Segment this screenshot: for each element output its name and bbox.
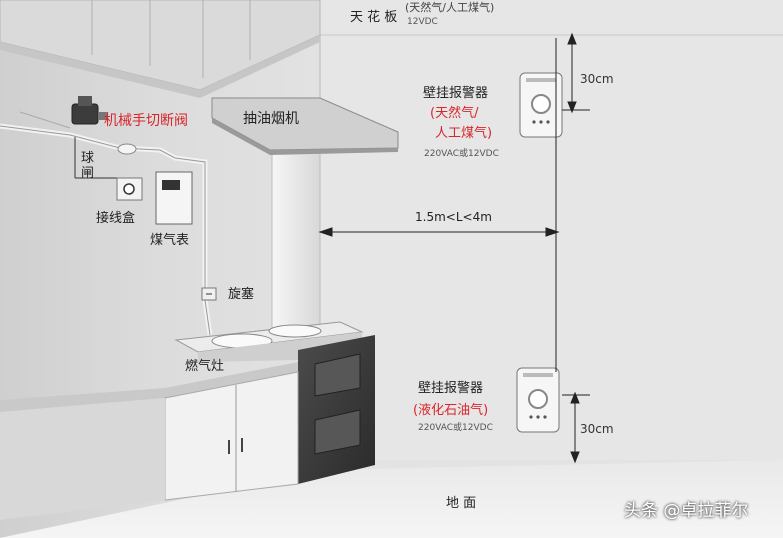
stove-label: 燃气灶 bbox=[185, 359, 225, 374]
junction-box-label: 接线盒 bbox=[96, 211, 136, 226]
alarm-top-voltage: 220VAC或12VDC bbox=[424, 149, 499, 159]
ceiling-gas-note: (天然气/人工煤气) bbox=[405, 1, 495, 14]
alarm-top-gas-2: 人工煤气) bbox=[435, 126, 493, 141]
alarm-top-title: 壁挂报警器 bbox=[423, 86, 489, 101]
watermark: 头条 @卓拉菲尔 bbox=[624, 501, 749, 521]
oven-cabinet bbox=[298, 335, 375, 484]
ceiling-label: 天 花 板 bbox=[350, 10, 398, 25]
hood-chimney bbox=[271, 139, 321, 336]
alarm-bottom-gas: (液化石油气) bbox=[413, 403, 489, 418]
ceiling-voltage: 12VDC bbox=[407, 17, 438, 27]
valve-label: 机械手切断阀 bbox=[104, 113, 188, 129]
alarm-device-top bbox=[519, 72, 563, 138]
ball-valve-label-2: 闸 bbox=[81, 166, 95, 181]
alarm-bottom-voltage: 220VAC或12VDC bbox=[418, 423, 493, 433]
gas-meter bbox=[155, 171, 193, 225]
gas-meter-label: 煤气表 bbox=[150, 233, 190, 248]
horizontal-distance-label: 1.5m<L<4m bbox=[415, 210, 492, 224]
plug-label: 旋塞 bbox=[228, 287, 255, 302]
alarm-bottom-title: 壁挂报警器 bbox=[418, 381, 484, 396]
ball-valve bbox=[117, 143, 137, 155]
top-distance-label: 30cm bbox=[580, 72, 614, 86]
hood-label: 抽油烟机 bbox=[243, 111, 299, 127]
alarm-top-gas-1: (天然气/ bbox=[430, 106, 479, 121]
alarm-device-bottom bbox=[516, 367, 560, 433]
bottom-distance-label: 30cm bbox=[580, 422, 614, 436]
ball-valve-label-1: 球 bbox=[81, 151, 95, 166]
valve-body bbox=[71, 103, 99, 125]
dimension-lines bbox=[318, 32, 590, 464]
floor-label: 地 面 bbox=[446, 496, 477, 511]
floor bbox=[0, 460, 783, 538]
